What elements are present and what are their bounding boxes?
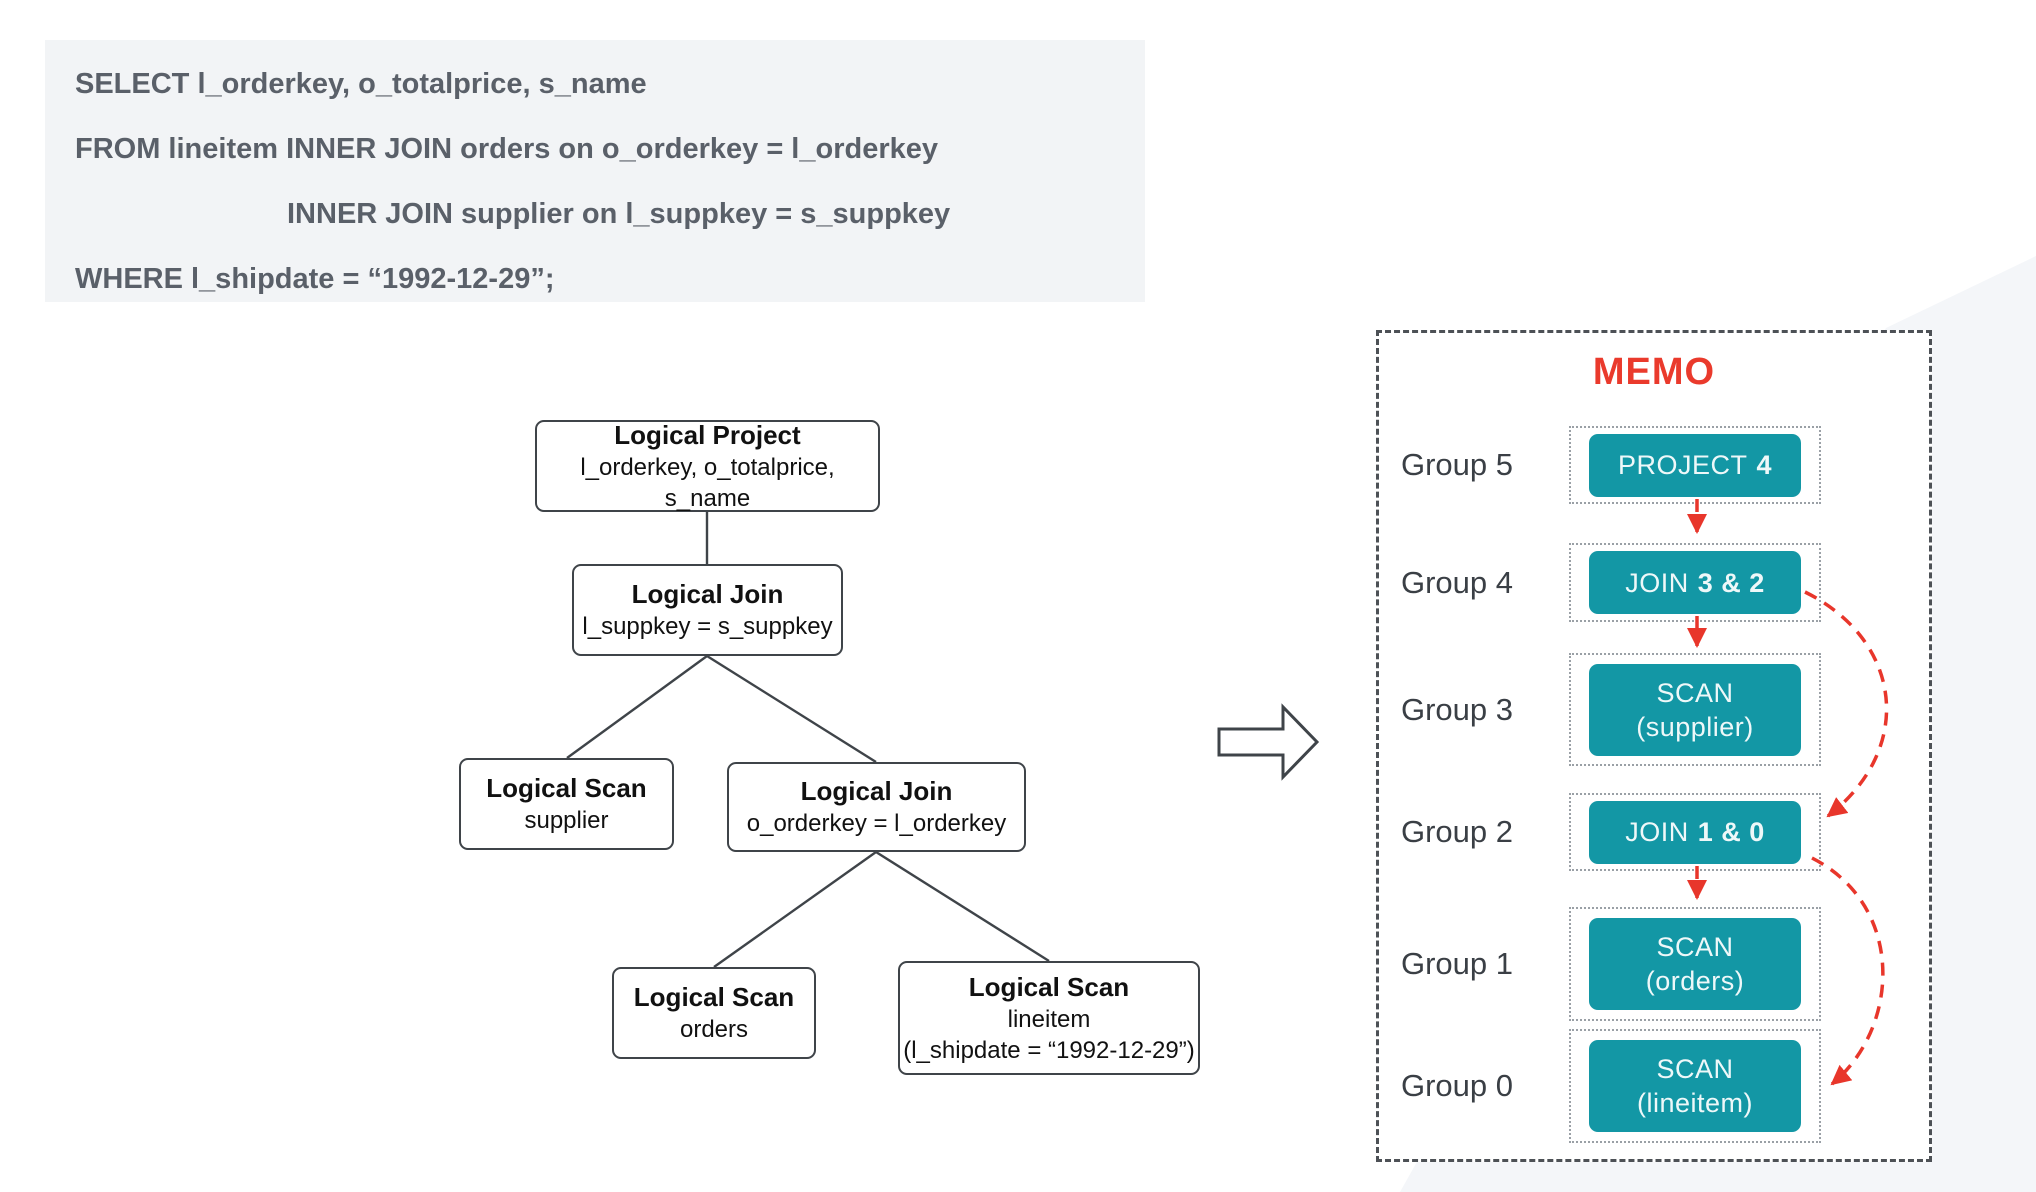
- tree-node-title: Logical Scan: [486, 773, 647, 803]
- memo-expr-op: SCAN: [1656, 677, 1734, 708]
- memo-group-cell-5: PROJECT 4: [1569, 426, 1821, 504]
- memo-expr-chip: JOIN 1 & 0: [1589, 800, 1801, 864]
- memo-expr-sub: (orders): [1645, 966, 1745, 996]
- tree-node-logical-scan-lineitem: Logical Scan lineitem (l_shipdate = “199…: [898, 961, 1200, 1075]
- tree-node-subtitle2: (l_shipdate = “1992-12-29”): [903, 1036, 1195, 1064]
- memo-expr-chip: SCAN (orders): [1589, 918, 1801, 1010]
- memo-group-cell-0: SCAN (lineitem): [1569, 1029, 1821, 1143]
- tree-node-subtitle: o_orderkey = l_orderkey: [746, 810, 1007, 837]
- sql-line-inner-join: INNER JOIN supplier on l_suppkey = s_sup…: [287, 198, 951, 230]
- memo-expr-chip: SCAN (lineitem): [1589, 1040, 1801, 1132]
- tree-node-logical-join-orders: Logical Join o_orderkey = l_orderkey: [727, 762, 1026, 852]
- tree-node-subtitle: lineitem: [1007, 1005, 1091, 1033]
- tree-node-subtitle: l_suppkey = s_suppkey: [582, 613, 833, 640]
- memo-expr-op: SCAN: [1656, 1054, 1734, 1084]
- memo-group-cell-4: JOIN 3 & 2: [1569, 543, 1821, 622]
- memo-expr-chip: JOIN 3 & 2: [1589, 551, 1801, 614]
- tree-node-subtitle: l_orderkey, o_totalprice, s_name: [580, 453, 835, 512]
- memo-group-label-3: Group 3: [1401, 691, 1514, 727]
- memo-expr-chip: PROJECT 4: [1589, 433, 1801, 497]
- tree-node-title: Logical Project: [614, 419, 801, 450]
- transform-arrow-icon: [1217, 703, 1320, 781]
- tree-node-title: Logical Join: [800, 776, 953, 806]
- memo-group-cell-3: SCAN (supplier): [1569, 653, 1821, 766]
- memo-group-label-0: Group 0: [1401, 1068, 1514, 1103]
- memo-expr-args: 1 & 0: [1697, 817, 1765, 847]
- tree-node-title: Logical Scan: [633, 982, 795, 1012]
- sql-query-block: SELECT l_orderkey, o_totalprice, s_name …: [45, 40, 1145, 302]
- memo-expr-args: 3 & 2: [1697, 567, 1765, 598]
- tree-node-subtitle: supplier: [524, 807, 609, 834]
- memo-expr-args: 4: [1756, 450, 1773, 480]
- tree-node-logical-join-supplier: Logical Join l_suppkey = s_suppkey: [572, 564, 843, 656]
- memo-title: MEMO: [1592, 351, 1716, 393]
- sql-line-select: SELECT l_orderkey, o_totalprice, s_name: [75, 68, 647, 100]
- memo-expr-op: PROJECT: [1617, 450, 1748, 480]
- memo-group-label-5: Group 5: [1401, 447, 1514, 482]
- memo-group-label-4: Group 4: [1401, 564, 1514, 600]
- memo-expr-op: JOIN: [1625, 817, 1689, 847]
- tree-node-logical-scan-supplier: Logical Scan supplier: [459, 758, 674, 850]
- tree-node-logical-project: Logical Project l_orderkey, o_totalprice…: [535, 420, 880, 512]
- tree-node-title: Logical Scan: [968, 971, 1130, 1002]
- sql-line-where: WHERE l_shipdate = “1992-12-29”;: [75, 263, 555, 295]
- tree-node-subtitle: orders: [679, 1016, 749, 1043]
- memo-expr-sub: (supplier): [1636, 711, 1754, 742]
- memo-group-label-1: Group 1: [1401, 946, 1514, 981]
- memo-expr-chip: SCAN (supplier): [1589, 663, 1801, 756]
- memo-expr-sub: (lineitem): [1636, 1088, 1754, 1118]
- memo-expr-op: JOIN: [1625, 567, 1689, 598]
- memo-group-label-2: Group 2: [1401, 814, 1514, 849]
- tree-node-logical-scan-orders: Logical Scan orders: [612, 967, 816, 1059]
- sql-line-from: FROM lineitem INNER JOIN orders on o_ord…: [75, 133, 939, 165]
- tree-node-title: Logical Join: [631, 579, 784, 609]
- memo-expr-op: SCAN: [1656, 932, 1734, 962]
- memo-group-cell-2: JOIN 1 & 0: [1569, 793, 1821, 871]
- memo-group-cell-1: SCAN (orders): [1569, 907, 1821, 1021]
